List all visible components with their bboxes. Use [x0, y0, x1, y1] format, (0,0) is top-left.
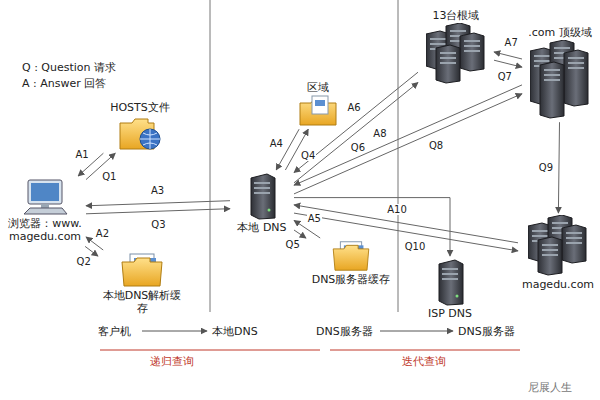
node-label: 13台根域 — [420, 8, 492, 23]
dns-node: 浏览器：www.magedu.com — [6, 178, 84, 244]
edge-label: Q10 — [404, 241, 427, 252]
edge-label: Q7 — [497, 71, 513, 82]
edge-label: Q9 — [538, 162, 554, 173]
zone-icon — [298, 95, 338, 127]
edge-label: Q6 — [350, 142, 366, 153]
folder-icon — [331, 240, 371, 272]
dns-node: 13台根域 — [420, 8, 492, 85]
edge-label: A1 — [74, 149, 89, 160]
edge-label: Q5 — [285, 239, 301, 250]
node-label: 浏览器：www.magedu.com — [6, 216, 84, 244]
dns-node: ISP DNS — [420, 258, 480, 321]
query-arrow — [494, 52, 522, 59]
range-line — [100, 350, 320, 351]
edge-label: Q4 — [300, 150, 316, 161]
dns-node: 本地 DNS — [232, 172, 292, 235]
note-label: DNS服务器 — [316, 324, 373, 339]
edge-label: Q3 — [150, 219, 166, 230]
node-label: 本地DNS解析缓存 — [100, 288, 184, 316]
dns-node: 区域 — [290, 80, 346, 127]
node-label: 区域 — [290, 80, 346, 95]
range-line — [330, 350, 520, 351]
edge-label: Q1 — [101, 171, 117, 182]
server-icon — [435, 258, 465, 306]
query-arrow — [85, 246, 98, 256]
folder-icon — [120, 252, 164, 288]
divider-line — [398, 0, 399, 312]
edge-label: A8 — [372, 128, 387, 139]
node-label: DNS服务器缓存 — [308, 272, 394, 287]
edge-label: A4 — [269, 138, 284, 149]
node-label: .com 顶级域 — [524, 25, 596, 40]
node-label: magedu.com — [520, 277, 596, 292]
node-label: 本地 DNS — [232, 220, 292, 235]
pc-icon — [20, 178, 70, 216]
query-arrow — [276, 129, 299, 170]
edge-label: A7 — [504, 37, 519, 48]
query-arrow — [86, 237, 103, 250]
edge-label: Q8 — [428, 140, 444, 151]
query-type-label: 迭代查询 — [402, 354, 446, 369]
note-label: A : Answer 回答 — [22, 76, 106, 91]
note-label: DNS服务器 — [458, 324, 515, 339]
servers-icon — [530, 40, 590, 120]
edge-label: A2 — [95, 228, 110, 239]
dns-node: 本地DNS解析缓存 — [100, 252, 184, 316]
servers-icon — [528, 215, 588, 277]
hosts-icon — [118, 115, 162, 151]
note-label: Q : Question 请求 — [22, 60, 116, 75]
flow-arrow — [380, 331, 453, 332]
node-label: HOSTS文件 — [100, 100, 180, 115]
query-arrow — [294, 94, 522, 194]
edge-label: A10 — [386, 204, 408, 215]
note-label: 本地DNS — [212, 324, 258, 339]
note-label: 客户机 — [98, 324, 131, 339]
node-label: ISP DNS — [420, 306, 480, 321]
divider-line — [210, 0, 211, 312]
query-arrow — [86, 201, 230, 206]
edge-label: A5 — [307, 213, 322, 224]
edge-label: A6 — [346, 102, 361, 113]
dns-node: magedu.com — [520, 215, 596, 292]
query-arrow — [494, 60, 522, 67]
watermark: 尼展人生 — [528, 380, 572, 395]
query-arrow — [294, 198, 450, 256]
query-arrow — [294, 83, 418, 183]
flow-arrow — [142, 331, 207, 332]
query-arrow — [558, 122, 559, 213]
server-icon — [247, 172, 277, 220]
servers-icon — [426, 23, 486, 85]
edge-label: A3 — [150, 185, 165, 196]
dns-node: HOSTS文件 — [100, 100, 180, 151]
query-arrow — [86, 209, 230, 214]
query-type-label: 递归查询 — [150, 354, 194, 369]
query-arrow — [294, 85, 522, 185]
query-arrow — [294, 230, 306, 238]
dns-node: .com 顶级域 — [524, 25, 596, 120]
edge-label: Q2 — [76, 256, 92, 267]
dns-node: DNS服务器缓存 — [308, 240, 394, 287]
